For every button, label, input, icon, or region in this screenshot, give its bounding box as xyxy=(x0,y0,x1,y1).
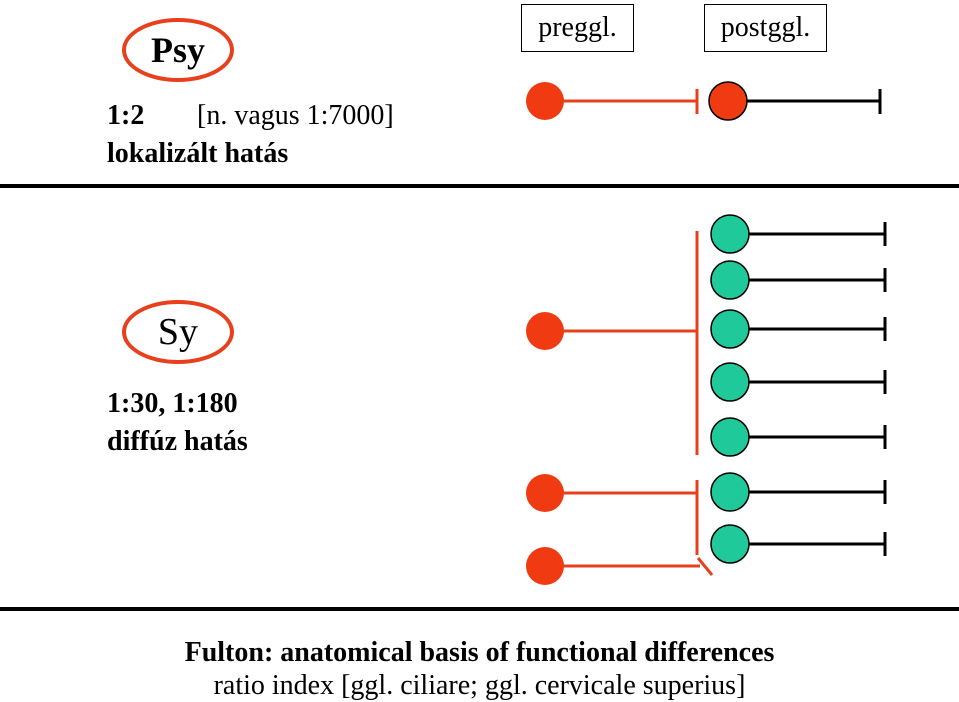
sy-label-oval: Sy xyxy=(122,300,234,364)
sy-label: Sy xyxy=(157,311,199,353)
sy-pre2-soma xyxy=(526,474,564,512)
psy-label-oval: Psy xyxy=(122,18,234,82)
sy-post-neurons xyxy=(710,214,887,564)
postggl-header: postggl. xyxy=(704,4,827,52)
sy-post-soma xyxy=(710,362,750,402)
psy-effect: lokalizált hatás xyxy=(107,138,289,169)
sy-post-soma xyxy=(710,417,750,457)
psy-vagus-ratio: [n. vagus 1:7000] xyxy=(197,100,394,131)
psy-pre-soma xyxy=(526,82,564,120)
sy-pre3-soma xyxy=(526,547,564,585)
psy-post-soma xyxy=(708,81,748,121)
psy-label: Psy xyxy=(151,30,205,70)
sy-post-soma xyxy=(710,214,750,254)
footer-subtitle: ratio index [ggl. ciliare; ggl. cervical… xyxy=(213,670,746,701)
sy-effect: diffúz hatás xyxy=(107,426,248,457)
psy-ratio: 1:2 xyxy=(107,100,145,131)
footer-title: Fulton: anatomical basis of functional d… xyxy=(184,637,775,668)
postggl-header-text: postggl. xyxy=(720,12,811,43)
sy-post-soma xyxy=(710,309,750,349)
preggl-header: preggl. xyxy=(521,4,634,52)
sy-post-soma xyxy=(710,472,750,512)
sy-post-soma xyxy=(710,524,750,564)
sy-pre1-soma xyxy=(526,312,564,350)
sy-post-soma xyxy=(710,260,750,300)
sy-pre3-terminal xyxy=(696,557,714,576)
sy-ratio: 1:30, 1:180 xyxy=(107,388,238,419)
preggl-header-text: preggl. xyxy=(538,12,617,43)
